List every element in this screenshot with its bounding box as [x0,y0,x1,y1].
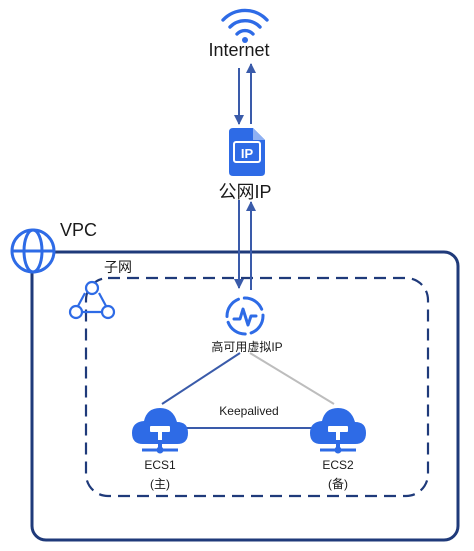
link-havip-ecs1 [161,352,241,405]
havip-icon [225,296,265,336]
ecs1-role: (主) [150,477,170,491]
wifi-icon [221,8,269,43]
cloud-server-icon-ecs1 [132,408,188,454]
cloud-server-icon-ecs2 [310,408,366,454]
globe-icon [10,228,56,274]
link-havip-ecs2 [249,352,335,405]
ecs2-role: (备) [328,477,348,491]
subnet-icon [68,280,116,320]
vpc-frame [30,250,460,542]
ip-document-icon [229,128,265,176]
ecs2-label: ECS2 [322,458,354,472]
ip-icon-text: IP [240,146,254,161]
internet-label: Internet [208,40,270,60]
subnet-label: 子网 [104,259,132,275]
subnet-frame [84,276,430,498]
keepalived-label: Keepalived [219,404,279,418]
vpc-label: VPC [60,220,98,240]
havip-label: 高可用虚拟IP [211,340,283,354]
public-ip-label: 公网IP [218,182,272,202]
ecs1-label: ECS1 [144,458,176,472]
